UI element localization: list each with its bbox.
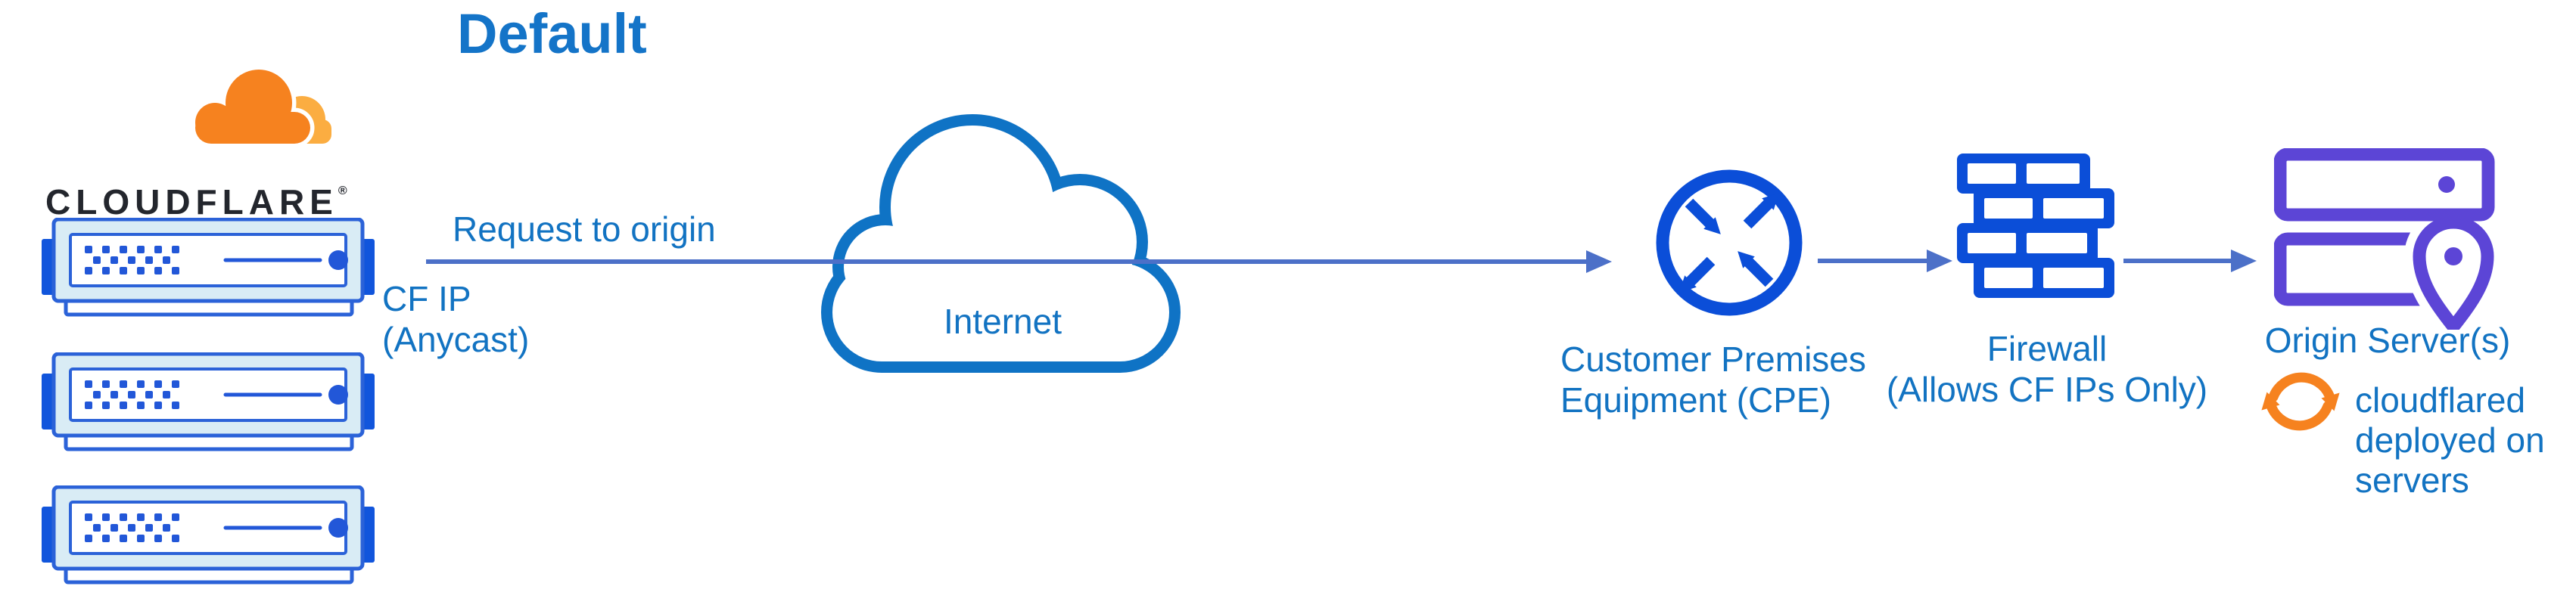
cpe-label: Customer Premises Equipment (CPE) xyxy=(1560,339,1866,420)
origin-servers-icon xyxy=(2274,148,2497,330)
cloudflare-wordmark-text: CLOUDFLARE xyxy=(45,182,338,222)
edge-server-icon xyxy=(42,485,375,585)
cloudflare-logo-icon xyxy=(191,67,331,148)
cloudflared-sync-icon xyxy=(2261,372,2340,431)
cf-ip-label-line1: CF IP xyxy=(382,279,471,318)
internet-cloud-icon xyxy=(821,114,1181,373)
diagram-title: Default xyxy=(457,2,647,65)
cloudflared-note-line3: servers xyxy=(2355,460,2469,500)
cf-ip-label: CF IP (Anycast) xyxy=(382,278,529,360)
firewall-label-line1: Firewall xyxy=(1986,329,2108,368)
registered-trademark: ® xyxy=(338,185,347,197)
firewall-label-line2: (Allows CF IPs Only) xyxy=(1886,370,2208,409)
cpe-router-icon xyxy=(1656,169,1803,316)
firewall-label: Firewall (Allows CF IPs Only) xyxy=(1877,328,2217,410)
cloudflared-note-line1: cloudflared xyxy=(2355,380,2526,420)
internet-label: Internet xyxy=(944,302,1062,341)
cpe-label-line2: Equipment (CPE) xyxy=(1560,380,1831,420)
edge-server-icon xyxy=(42,218,375,317)
request-arrow-label: Request to origin xyxy=(453,209,716,249)
cloudflared-note-line2: deployed on xyxy=(2355,420,2545,460)
edge-server-icon xyxy=(42,352,375,451)
arrow-firewall-to-origin xyxy=(2123,250,2257,272)
cf-ip-label-line2: (Anycast) xyxy=(382,320,530,359)
cpe-label-line1: Customer Premises xyxy=(1560,340,1866,379)
firewall-icon xyxy=(1957,154,2114,298)
location-pin-icon xyxy=(2413,216,2494,330)
arrow-cpe-to-firewall xyxy=(1818,250,1952,272)
cloudflare-wordmark: CLOUDFLARE® xyxy=(45,181,347,222)
cloudflared-note: cloudflared deployed on servers xyxy=(2355,380,2545,501)
